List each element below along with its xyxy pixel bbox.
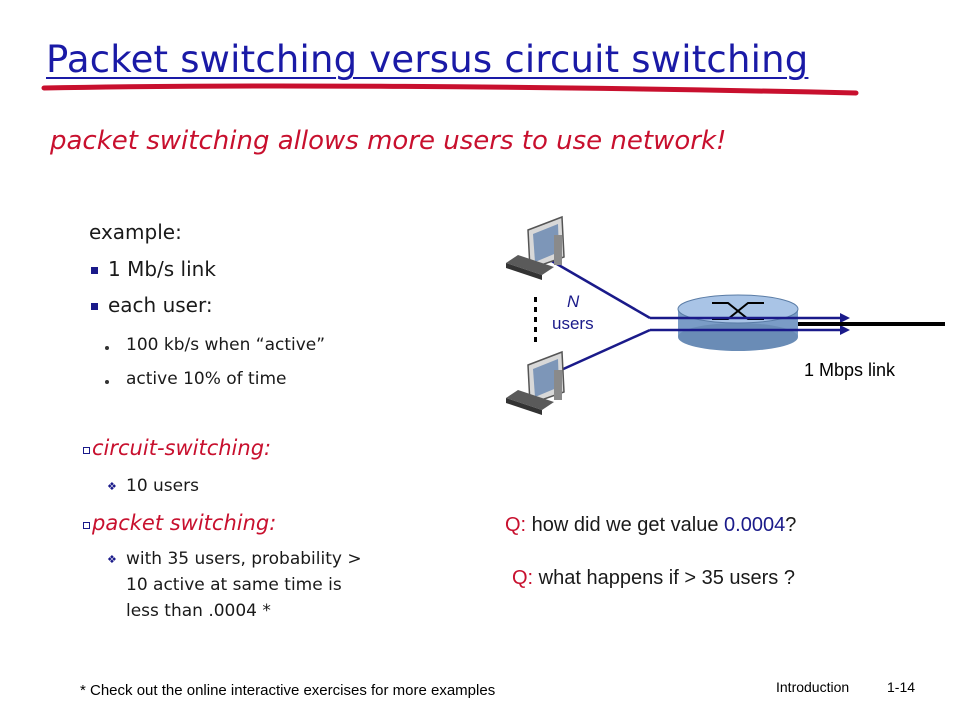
bullet-hollow-square: [83, 447, 90, 454]
diagram-link-label: 1 Mbps link: [804, 360, 896, 380]
question-1: Q: how did we get value 0.0004?: [505, 514, 796, 537]
packet-switching-line-2: 10 active at same time is: [126, 575, 342, 595]
ellipsis-dots-icon: [534, 297, 537, 342]
question-1-prefix: Q:: [505, 514, 527, 536]
computer-icon-bottom: [506, 350, 565, 415]
bullet-square: [91, 303, 98, 310]
title-underline-stroke: [41, 83, 859, 96]
router-icon: [677, 294, 799, 351]
question-1-value: 0.0004: [724, 514, 786, 536]
question-1-suffix: ?: [785, 514, 797, 536]
diagram-n-label: N: [567, 292, 580, 311]
diagram-users-label: users: [552, 314, 594, 333]
slide-title: Packet switching versus circuit switchin…: [46, 38, 809, 81]
question-2-text: what happens if > 35 users ?: [533, 567, 795, 589]
sub-bullet-active-time: active 10% of time: [126, 369, 287, 389]
network-diagram: [506, 215, 945, 415]
bullet-each-user: each user:: [108, 293, 213, 317]
question-1-text: how did we get value: [526, 514, 725, 536]
sub-bullet-active-rate: 100 kb/s when “active”: [126, 335, 326, 355]
circuit-switching-label: circuit-switching:: [92, 436, 272, 460]
circuit-switching-users: 10 users: [126, 476, 199, 496]
question-2-prefix: Q:: [512, 567, 534, 589]
packet-switching-line-1: with 35 users, probability >: [126, 549, 362, 569]
packet-switching-line-3: less than .0004 *: [126, 601, 271, 621]
diamond-bullet-icon: ❖: [107, 480, 117, 493]
example-heading: example:: [89, 220, 182, 244]
footnote: * Check out the online interactive exerc…: [80, 682, 496, 699]
slide-subtitle: packet switching allows more users to us…: [50, 126, 727, 156]
sub-bullet-dot: [105, 380, 109, 384]
footer-section-name: Introduction: [776, 679, 850, 695]
bullet-hollow-square: [83, 522, 90, 529]
diamond-bullet-icon: ❖: [107, 553, 117, 566]
footer-slide-number: 1-14: [887, 679, 916, 695]
computer-icon-top: [506, 215, 565, 280]
bullet-square: [91, 267, 98, 274]
packet-switching-label: packet switching:: [92, 511, 277, 535]
sub-bullet-dot: [105, 346, 109, 350]
bullet-link: 1 Mb/s link: [108, 257, 216, 281]
question-2: Q: what happens if > 35 users ?: [512, 567, 795, 590]
